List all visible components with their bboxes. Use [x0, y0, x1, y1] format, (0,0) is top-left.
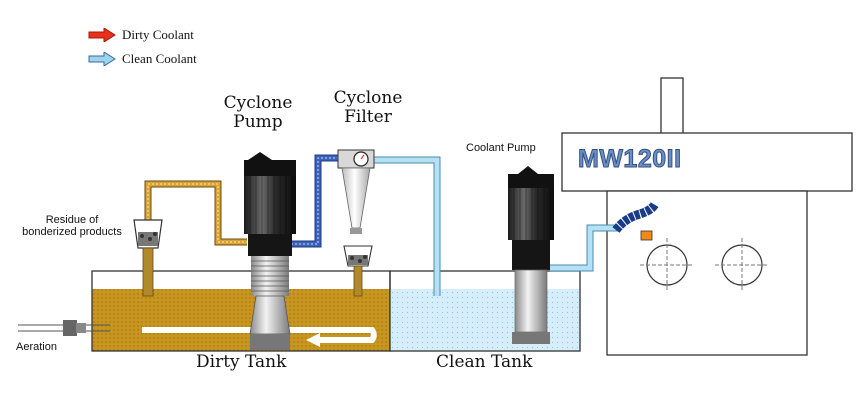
legend-clean: Clean Coolant: [88, 51, 197, 67]
residue-label: Residue of bonderized products: [16, 214, 128, 238]
legend-clean-label: Clean Coolant: [122, 51, 197, 66]
dirty-tank-label: Dirty Tank: [196, 352, 287, 372]
tank-flow-arrow: [142, 327, 377, 347]
residue-label-line1: Residue of: [45, 214, 99, 226]
machine-body: [561, 77, 853, 356]
cyclone-pump-label-line2: Pump: [233, 111, 283, 132]
cyclone-pump-label: Cyclone Pump: [222, 94, 294, 131]
aeration-pipe: [18, 320, 110, 336]
coolant-pump-label: Coolant Pump: [466, 142, 536, 154]
cyclone-filter-label-line1: Cyclone: [333, 88, 403, 108]
coolant-supply-pipe: [550, 201, 660, 272]
red-arrow-icon: [88, 28, 116, 42]
aeration-label: Aeration: [16, 341, 57, 353]
cyclone-filter-label-line2: Filter: [344, 106, 392, 127]
clean-pipe: [374, 156, 441, 296]
coolant-pump: [508, 166, 554, 344]
residue-label-line2: bonderized products: [22, 226, 122, 239]
residue-funnel: [133, 219, 163, 297]
cyclone-filter-label: Cyclone Filter: [332, 89, 404, 126]
blue-pipe: [291, 154, 338, 248]
clean-tank: [389, 270, 581, 352]
cyclone-pump: [244, 152, 296, 350]
cyclone-pump-label-line1: Cyclone: [223, 93, 293, 113]
cyclone-filter: [337, 149, 375, 297]
clean-tank-label: Clean Tank: [436, 352, 533, 372]
legend-dirty: Dirty Coolant: [88, 27, 194, 43]
legend-dirty-label: Dirty Coolant: [122, 27, 194, 42]
blue-arrow-icon: [88, 52, 116, 66]
dirty-pipe: [144, 180, 247, 296]
machine-logo: MW120II: [578, 145, 682, 173]
